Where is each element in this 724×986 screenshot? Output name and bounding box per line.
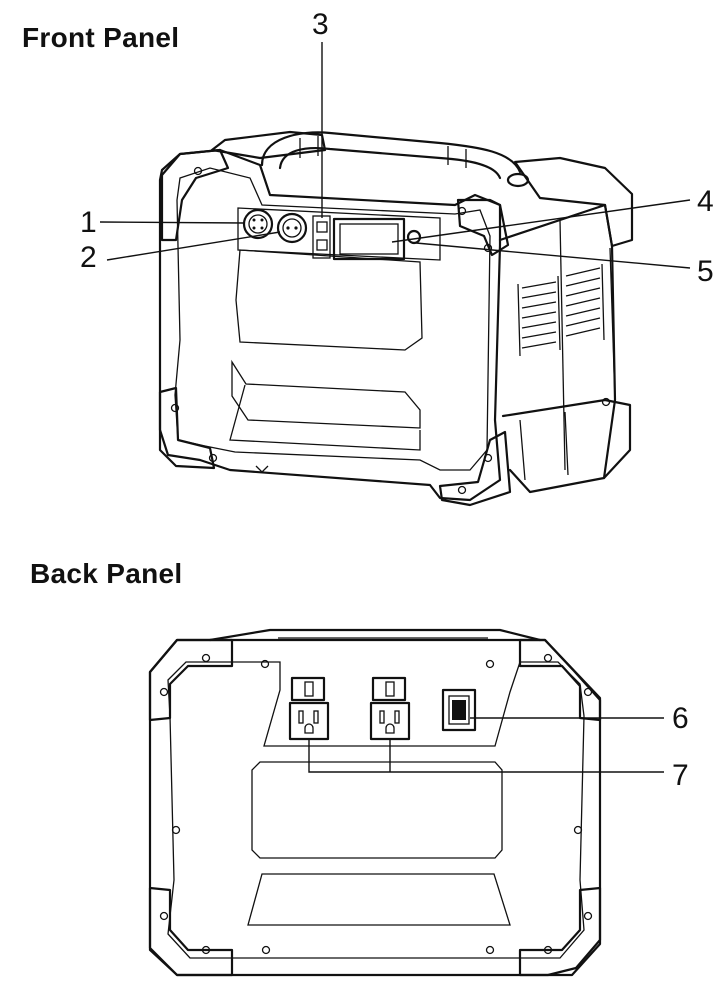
ac-switch-icon xyxy=(443,690,475,730)
callout-1-leader xyxy=(100,222,244,223)
front-panel-illustration xyxy=(100,42,690,505)
carry-handle xyxy=(262,132,528,186)
callout-2-leader xyxy=(107,232,280,260)
back-panel-illustration xyxy=(150,630,664,975)
callout-4-leader xyxy=(392,200,690,242)
usb-port-icon xyxy=(313,216,330,258)
lcd-display-icon xyxy=(334,219,404,259)
ac-outlet-icon xyxy=(290,678,328,739)
dc-output-port-icon xyxy=(278,214,306,242)
ac-outlet-icon xyxy=(371,678,409,739)
front-label-panel xyxy=(236,250,422,350)
power-button-icon xyxy=(408,231,420,243)
callout-5-leader xyxy=(416,243,690,268)
screw-icon xyxy=(172,168,610,494)
side-face xyxy=(500,205,630,492)
callout-7-leader xyxy=(309,740,664,772)
corner-bumper xyxy=(150,640,232,720)
back-lower-panel xyxy=(248,874,510,925)
back-label-panel xyxy=(252,762,502,858)
front-lower-panel xyxy=(232,362,420,428)
